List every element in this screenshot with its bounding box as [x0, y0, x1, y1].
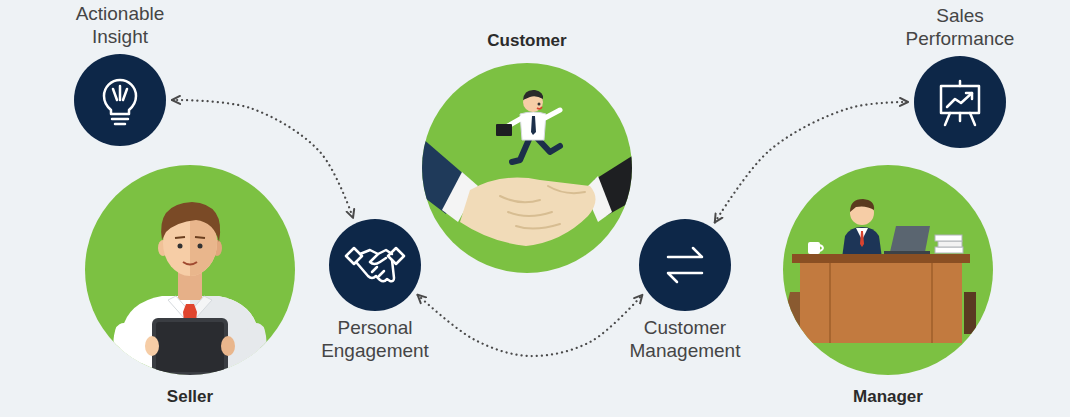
step-label: Customer Management	[610, 317, 760, 363]
manager-desk-illustration	[850, 199, 874, 212]
circle-fill	[914, 56, 1006, 148]
handshake-illustration	[537, 107, 542, 109]
node-outline	[85, 165, 295, 375]
seller-figure	[145, 336, 159, 356]
circle-fill	[783, 165, 993, 375]
lightbulb-icon	[104, 80, 136, 114]
seller-figure	[221, 336, 235, 356]
management-circle: Customer Management	[639, 219, 731, 311]
seller-figure	[175, 237, 205, 238]
handshake-illustration	[538, 103, 541, 106]
step-label: Actionable Insight	[55, 3, 185, 49]
seller-figure	[183, 262, 197, 265]
seller-figure	[122, 332, 148, 355]
handshake-icon	[372, 267, 384, 276]
manager-desk-illustration	[800, 263, 962, 343]
performance-circle: Sales Performance	[914, 56, 1006, 148]
manager-desk-illustration	[820, 245, 823, 251]
manager-desk-illustration	[830, 263, 932, 343]
seller-figure	[116, 296, 264, 392]
manager-desk-illustration	[787, 292, 800, 330]
node-art	[668, 248, 702, 282]
manager-desk-illustration	[935, 235, 962, 241]
seller-figure	[198, 244, 203, 249]
lightbulb-icon	[123, 89, 127, 100]
manager-desk-illustration	[842, 227, 882, 258]
handshake-icon	[346, 248, 362, 264]
node-outline	[639, 219, 731, 311]
chart-board-icon	[941, 81, 979, 125]
lightbulb-icon	[112, 118, 128, 121]
manager-desk-illustration	[792, 254, 970, 263]
customer-circle: Customer	[422, 63, 632, 273]
node-art	[346, 248, 404, 281]
role-label: Manager	[788, 387, 988, 407]
role-label: Customer	[427, 31, 627, 51]
seller-figure	[161, 202, 220, 242]
dotted-connector	[418, 295, 643, 356]
chart-board-icon	[959, 81, 962, 86]
handshake-illustration	[404, 90, 652, 246]
chart-board-icon	[941, 86, 979, 113]
manager-circle: Manager	[783, 165, 993, 375]
seller-figure	[116, 202, 264, 392]
node-outline	[783, 165, 993, 375]
lightbulb-icon	[115, 123, 125, 126]
node-art	[104, 80, 136, 124]
manager-desk-illustration	[860, 231, 864, 247]
node-art	[116, 202, 264, 392]
chart-board-icon	[966, 93, 972, 99]
exchange-icon	[668, 248, 702, 282]
insight-circle: Actionable Insight	[74, 54, 166, 146]
handshake-icon	[360, 250, 392, 254]
manager-desk-illustration	[787, 199, 976, 343]
seller-circle: Seller	[85, 165, 295, 375]
handshake-illustration	[512, 137, 560, 162]
step-label: Sales Performance	[890, 5, 1030, 51]
node-art	[404, 90, 652, 246]
exchange-icon	[668, 273, 702, 282]
node-art	[941, 81, 979, 125]
seller-figure	[178, 244, 183, 249]
handshake-icon	[388, 248, 404, 264]
step-label: Personal Engagement	[305, 317, 445, 363]
circle-fill	[74, 54, 166, 146]
engagement-circle: Personal Engagement	[329, 219, 421, 311]
manager-desk-illustration	[808, 242, 820, 254]
node-art	[787, 199, 976, 343]
handshake-illustration	[531, 116, 536, 135]
manager-desk-illustration	[890, 226, 930, 252]
node-outline	[914, 56, 1006, 148]
chart-board-icon	[947, 93, 972, 107]
handshake-icon	[370, 254, 386, 264]
lightbulb-icon	[113, 89, 117, 100]
seller-figure	[232, 332, 258, 355]
manager-desk-illustration	[938, 241, 962, 247]
node-outline	[74, 54, 166, 146]
handshake-illustration	[460, 178, 596, 246]
manager-desk-illustration	[964, 292, 976, 334]
exchange-icon	[668, 248, 702, 257]
circle-fill	[639, 219, 731, 311]
handshake-illustration	[523, 90, 543, 100]
chart-board-icon	[945, 113, 975, 125]
role-label: Seller	[90, 387, 290, 407]
node-outline	[329, 219, 421, 311]
manager-desk-illustration	[935, 247, 963, 253]
handshake-illustration	[520, 112, 546, 140]
seller-figure	[152, 318, 228, 376]
seller-figure	[156, 322, 224, 372]
handshake-illustration	[545, 110, 560, 118]
lightbulb-icon	[104, 80, 136, 124]
lightbulb-icon	[119, 86, 122, 100]
circle-fill	[85, 165, 295, 375]
handshake-icon	[346, 248, 404, 281]
handshake-illustration	[496, 124, 512, 136]
node-outline	[422, 63, 632, 273]
handshake-illustration	[500, 186, 585, 229]
circle-fill	[329, 219, 421, 311]
